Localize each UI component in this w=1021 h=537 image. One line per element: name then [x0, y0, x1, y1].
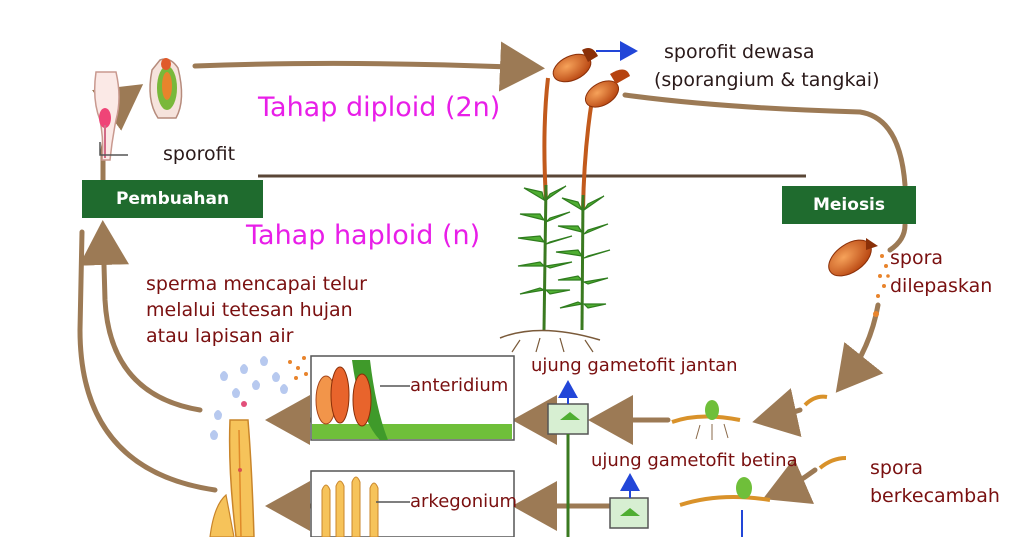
label-ujung-gametofit-betina: ujung gametofit betina — [591, 450, 798, 471]
arrow-sporophyte-to-meiosis — [622, 92, 908, 188]
arrow-meiosis-to-spore — [887, 222, 908, 253]
label-sporangium-tangkai: (sporangium & tangkai) — [654, 69, 880, 91]
label-spora: spora — [890, 247, 944, 269]
label-sporofit-dewasa: sporofit dewasa — [664, 41, 815, 63]
label-sperma-line3: atau lapisan air — [146, 325, 294, 347]
label-spora-berkecambah-1: spora — [870, 457, 924, 479]
label-anteridium: anteridium — [410, 375, 509, 396]
male-tip-drawing — [547, 380, 589, 537]
arrow-to-male-gametophyte — [752, 388, 803, 437]
label-sporofit: sporofit — [163, 143, 236, 165]
badge-meiosis: Meiosis — [782, 186, 916, 224]
arrow-sperm-to-fertilisation — [79, 220, 203, 413]
arrow-outer-left — [77, 229, 218, 493]
label-spora-berkecambah-2: berkecambah — [870, 485, 1000, 507]
label-sperma-line1: sperma mencapai telur — [146, 273, 367, 295]
archegonium-detail — [310, 470, 515, 537]
leafy-gametophyte-drawing — [499, 184, 611, 353]
sperm-raindrop-drawing — [210, 356, 308, 440]
label-tahap-diploid: Tahap diploid (2n) — [258, 92, 501, 123]
arrow-spore-down — [835, 302, 884, 393]
arrow-to-mature-sporophyte — [192, 41, 545, 92]
female-tip-drawing — [609, 473, 649, 529]
label-dilepaskan: dilepaskan — [890, 275, 993, 297]
badge-pembuahan: Pembuahan — [82, 180, 263, 218]
antheridium-detail — [310, 355, 515, 441]
label-ujung-gametofit-jantan: ujung gametofit jantan — [531, 355, 738, 376]
male-protonema-drawing — [671, 394, 828, 440]
label-arkegonium: arkegonium — [410, 491, 518, 512]
arrow-to-female-gametophyte — [762, 458, 818, 504]
spore-release-drawing — [828, 238, 890, 317]
young-sporophyte-drawing — [93, 58, 183, 161]
label-sperma-line2: melalui tetesan hujan — [146, 299, 353, 321]
archegonium-stalk-drawing — [209, 419, 255, 537]
label-tahap-haploid: Tahap haploid (n) — [246, 220, 481, 251]
mature-sporophyte-drawing — [542, 48, 630, 211]
female-protonema-drawing — [679, 456, 847, 537]
